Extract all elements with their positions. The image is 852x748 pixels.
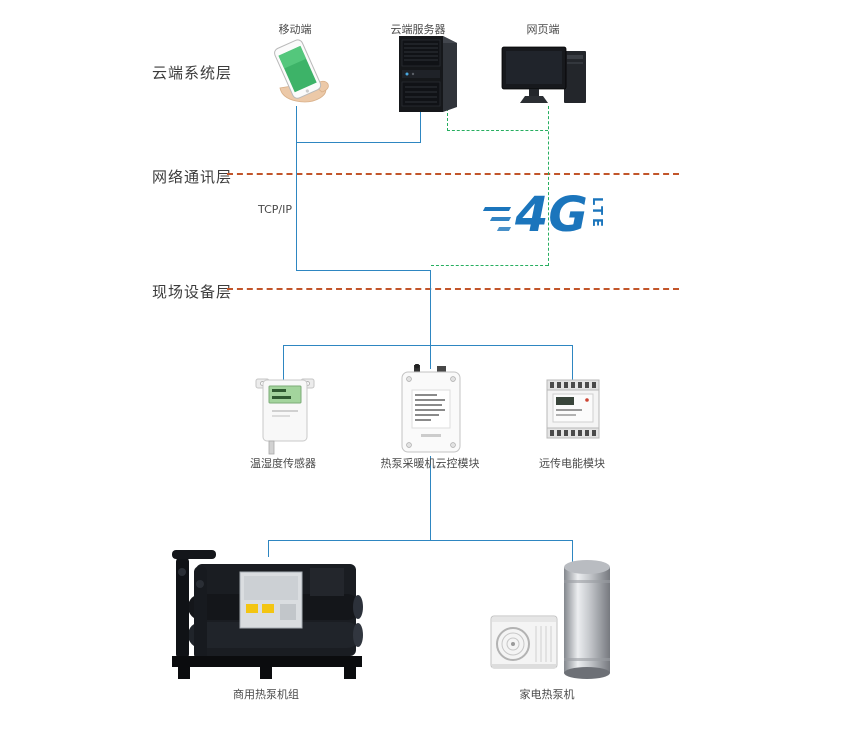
server-label: 云端服务器: [390, 23, 446, 36]
wired-link-household-drop: [572, 540, 573, 566]
wired-link-controller-drop: [430, 345, 431, 369]
mobile-label: 移动端: [278, 23, 312, 36]
wired-link-field-bus: [283, 345, 573, 346]
energy-meter-illustration: [542, 376, 604, 446]
layer-label-cloud: 云端系统层: [152, 64, 233, 82]
wired-link-trunk-down: [430, 270, 431, 346]
commercial-unit-label: 商用热泵机组: [233, 688, 299, 701]
layer-label-field: 现场设备层: [152, 283, 233, 301]
wireless-link-bottom: [431, 265, 548, 266]
wired-link-meter-drop: [572, 345, 573, 380]
sensor-label: 温湿度传感器: [250, 457, 316, 470]
wired-link-commercial-drop: [268, 540, 269, 557]
tcpip-label: TCP/IP: [258, 203, 292, 216]
mobile-phone-illustration: [262, 38, 334, 112]
layer-separator-top: [227, 173, 679, 175]
layer-label-network: 网络通讯层: [152, 168, 233, 186]
4g-lte-logo: 4G LTE: [482, 187, 604, 243]
temp-humidity-sensor-illustration: [254, 376, 316, 460]
cloud-controller-illustration: [397, 363, 465, 462]
web-terminal-illustration: [500, 45, 592, 113]
web-label: 网页端: [526, 23, 560, 36]
wired-link-server-drop: [420, 110, 421, 143]
controller-label: 热泵采暖机云控模块: [380, 457, 480, 470]
wireless-link-server-drop: [447, 108, 448, 131]
4g-text: 4G: [515, 187, 588, 243]
household-unit-label: 家电热泵机: [519, 688, 575, 701]
wired-link-phone-server: [296, 142, 421, 143]
water-tank-illustration: [562, 558, 614, 686]
meter-label: 远传电能模块: [539, 457, 605, 470]
wired-link-equipment-bus: [268, 540, 573, 541]
lte-text: LTE: [588, 197, 604, 230]
wired-link-phone-trunk: [296, 106, 297, 271]
layer-separator-bottom: [227, 288, 679, 290]
speed-lines-icon: [482, 207, 512, 231]
wired-link-controller-down: [430, 456, 431, 541]
wireless-link-top: [447, 130, 548, 131]
wired-link-trunk-elbow: [296, 270, 431, 271]
outdoor-unit-illustration: [489, 610, 559, 680]
commercial-heat-pump-illustration: [168, 542, 368, 691]
wireless-link-4g-trunk: [548, 106, 549, 266]
cloud-server-illustration: [383, 34, 465, 118]
wired-link-sensor-drop: [283, 345, 284, 380]
